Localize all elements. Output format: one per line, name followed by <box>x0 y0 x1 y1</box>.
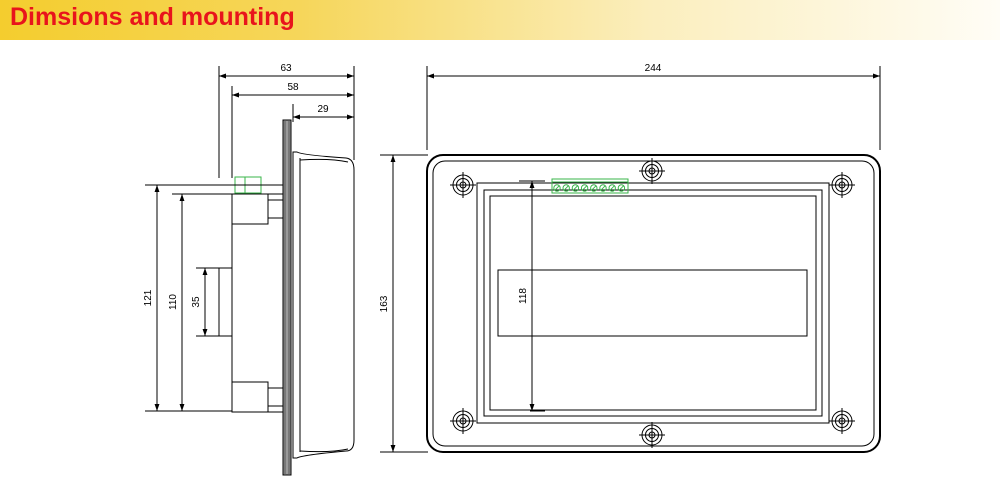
terminal-screw <box>562 184 570 192</box>
dim-label-163: 163 <box>379 295 390 312</box>
mounting-hole <box>639 422 665 448</box>
terminal-screw <box>553 184 561 192</box>
front-view <box>380 66 881 453</box>
side-view <box>145 66 355 476</box>
front-inner-frame <box>432 160 875 447</box>
lower-mount-clip <box>231 381 269 413</box>
dim-label-121: 121 <box>143 289 154 306</box>
mounting-panel <box>282 119 292 476</box>
terminal-block <box>551 178 629 194</box>
lcd-display <box>497 269 808 337</box>
terminal-screw <box>599 184 607 192</box>
mounting-hole <box>450 408 476 434</box>
mounting-hole <box>829 172 855 198</box>
rear-connector <box>218 267 233 337</box>
dim-label-244: 244 <box>645 63 662 74</box>
mounting-hole <box>450 172 476 198</box>
dim-label-118: 118 <box>518 288 529 304</box>
page-title: Dimsions and mounting <box>10 3 295 31</box>
terminal-screw <box>580 184 589 192</box>
mounting-hole <box>829 408 855 434</box>
window-frame-inner <box>489 195 817 411</box>
window-frame-outer <box>476 182 830 424</box>
terminal-screw <box>571 184 580 192</box>
upper-mount-clip <box>231 193 269 225</box>
dim-label-35: 35 <box>191 296 202 308</box>
mounting-holes <box>450 158 855 448</box>
terminal-screw <box>617 184 626 192</box>
terminal-screw <box>590 184 598 192</box>
title-bar: Dimsions and mounting <box>0 0 1000 40</box>
front-bezel <box>292 151 355 459</box>
front-outer-frame <box>426 154 881 453</box>
window-frame-middle <box>483 189 823 417</box>
dim-label-110: 110 <box>168 294 179 310</box>
terminal-screw <box>608 184 616 192</box>
dim-label-58: 58 <box>287 82 299 93</box>
dim-label-63: 63 <box>280 63 292 74</box>
rear-body <box>231 193 284 413</box>
dim-label-29: 29 <box>317 104 329 115</box>
mounting-hole <box>639 158 665 184</box>
